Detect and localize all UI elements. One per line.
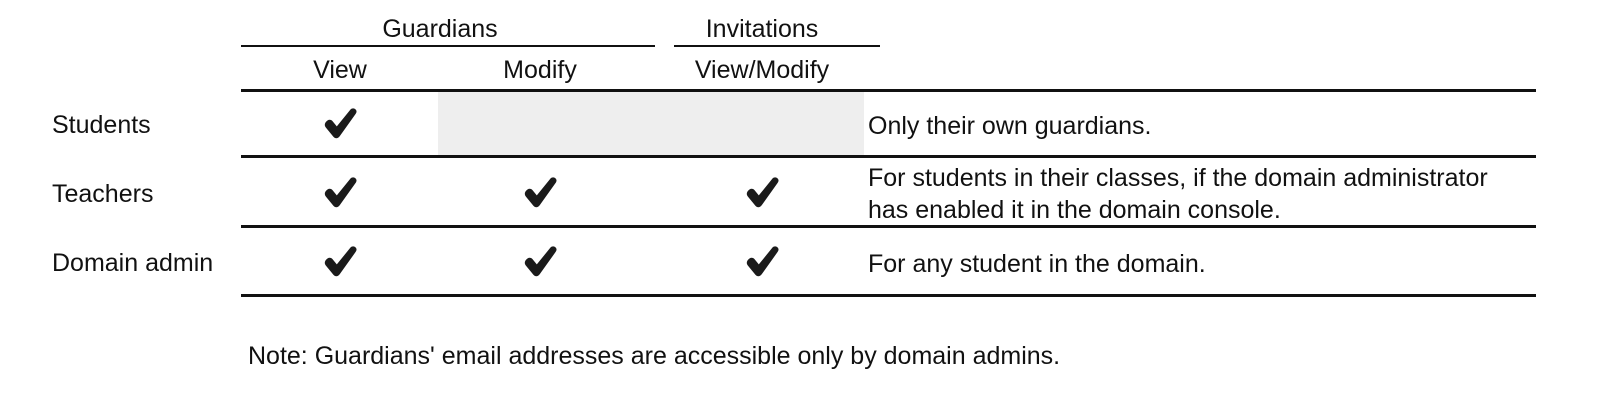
table-rule-bottom [241,294,1536,297]
row-header-teachers: Teachers [52,180,154,208]
table-rule-after-students [241,155,1536,158]
row-description-students: Only their own guardians. [868,112,1152,140]
check-icon [520,242,560,282]
cell-shaded-students-modify-invitations [438,92,864,155]
check-icon [742,242,782,282]
table-rule-after-teachers [241,225,1536,228]
check-icon [320,242,360,282]
column-group-header-guardians: Guardians [382,15,498,43]
column-header-guardians-view: View [313,56,367,84]
table-footnote: Note: Guardians' email addresses are acc… [248,342,1061,370]
column-header-invitations-view-modify: View/Modify [694,56,830,84]
check-icon [742,173,782,213]
row-header-students: Students [52,111,151,139]
check-icon [320,104,360,144]
column-group-header-invitations: Invitations [705,15,819,43]
column-header-guardians-modify: Modify [503,56,577,84]
row-description-teachers: For students in their classes, if the do… [868,164,1488,224]
group-rule-guardians [241,45,655,47]
group-rule-invitations [674,45,880,47]
check-icon [520,173,560,213]
table-rule-top [241,89,1536,92]
check-icon [320,173,360,213]
row-header-domain-admin: Domain admin [52,249,214,277]
row-description-domain-admin: For any student in the domain. [868,250,1206,278]
